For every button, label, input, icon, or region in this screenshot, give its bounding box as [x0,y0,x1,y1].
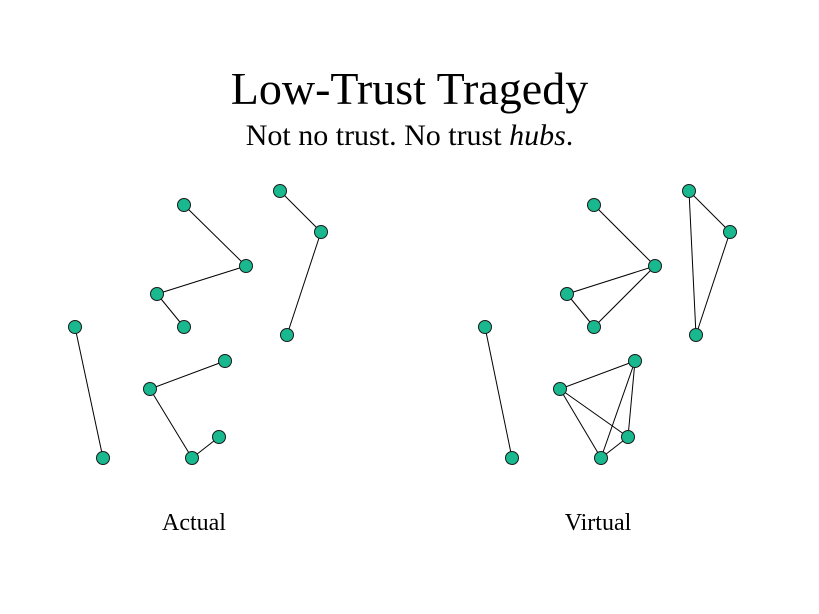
node [587,198,601,212]
caption-virtual: Virtual [564,510,632,536]
slide-subtitle: Not no trust. No trust hubs. [0,118,819,154]
edge [566,265,656,295]
node [143,382,157,396]
edge [688,190,697,336]
node [682,184,696,198]
node [280,328,294,342]
actual-nodes [68,184,328,465]
node [273,184,287,198]
node [628,354,642,368]
node [212,430,226,444]
edge [149,360,226,390]
node [594,451,608,465]
edge [156,293,185,328]
node [218,354,232,368]
node [587,320,601,334]
edge [559,388,602,459]
subtitle-period: . [565,119,574,152]
actual-edges [74,190,322,459]
edge [149,388,193,459]
edge [183,204,247,267]
node [185,451,199,465]
edge [566,293,595,328]
edge [279,190,322,233]
actual-network [68,184,328,465]
subtitle-text: Not no trust. No trust [245,119,510,152]
node [478,320,492,334]
virtual-edges [484,190,731,459]
edge [593,204,656,267]
slide-title: Low-Trust Tragedy [230,63,589,114]
node [150,287,164,301]
subtitle-emphasis: hubs [509,119,566,152]
edge [484,326,513,459]
node [96,451,110,465]
node [177,320,191,334]
edge [688,190,731,233]
edge [627,360,636,438]
node [177,198,191,212]
edge [600,360,636,459]
node [723,225,737,239]
node [689,328,703,342]
virtual-network [478,184,737,465]
edge [156,265,247,295]
node [560,287,574,301]
node [239,259,253,273]
edge [559,388,629,438]
caption-actual: Actual [162,510,226,536]
virtual-nodes [478,184,737,465]
edge [695,231,731,336]
node [553,382,567,396]
node [314,225,328,239]
node [68,320,82,334]
node [621,430,635,444]
edge [74,326,104,459]
node [648,259,662,273]
node [505,451,519,465]
edge [559,360,636,390]
edge [286,231,322,336]
edge [593,265,656,328]
